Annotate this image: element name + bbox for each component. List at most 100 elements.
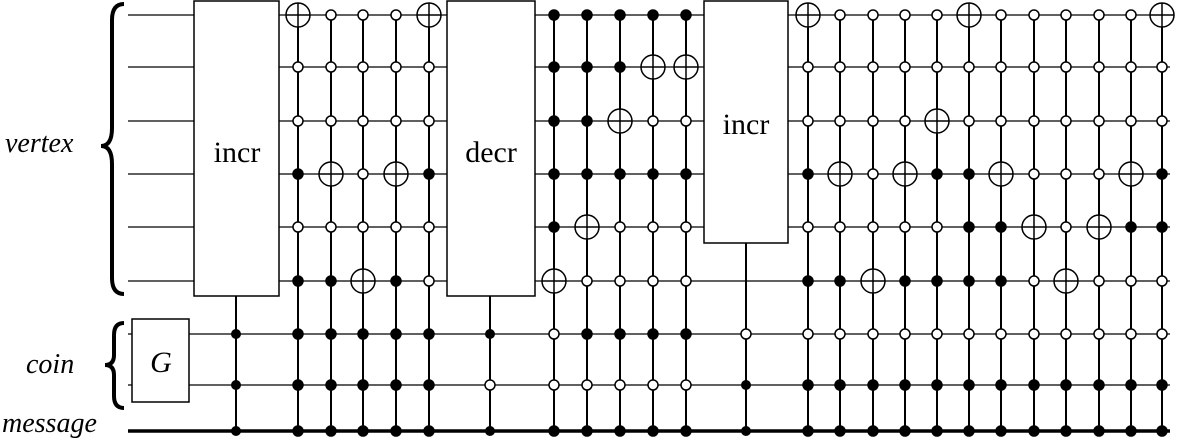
filled-control <box>899 275 911 287</box>
filled-control <box>899 425 911 437</box>
open-control <box>680 115 692 127</box>
open-control <box>647 379 659 391</box>
open-control <box>357 115 369 127</box>
open-control <box>423 115 435 127</box>
open-control <box>834 221 846 233</box>
gate-column <box>285 2 311 437</box>
filled-control <box>1125 425 1137 437</box>
filled-control <box>548 425 560 437</box>
message-label: message <box>2 408 97 439</box>
open-control <box>1028 115 1040 127</box>
open-control <box>931 221 943 233</box>
target-xor <box>285 2 311 28</box>
filled-control <box>680 9 692 21</box>
gate-column <box>416 2 442 437</box>
open-control <box>1028 275 1040 287</box>
open-control <box>548 379 560 391</box>
open-control <box>1093 9 1105 21</box>
filled-control <box>1125 379 1137 391</box>
open-control <box>1125 61 1137 73</box>
target-xor <box>795 2 821 28</box>
open-control <box>423 61 435 73</box>
filled-control <box>423 328 435 340</box>
open-control <box>357 61 369 73</box>
open-control <box>1028 168 1040 180</box>
filled-control <box>647 425 659 437</box>
open-control <box>581 275 593 287</box>
filled-control <box>995 379 1007 391</box>
filled-control <box>423 379 435 391</box>
filled-control <box>963 425 975 437</box>
gate-column <box>383 9 409 437</box>
open-control <box>1156 328 1168 340</box>
open-control <box>390 61 402 73</box>
filled-control <box>931 168 943 180</box>
open-control <box>867 115 879 127</box>
filled-control <box>1093 379 1105 391</box>
filled-control <box>292 275 304 287</box>
target-xor <box>827 161 853 187</box>
target-xor <box>1149 2 1175 28</box>
open-control <box>899 221 911 233</box>
open-control <box>1060 61 1072 73</box>
filled-control <box>357 328 369 340</box>
filled-control <box>390 425 402 437</box>
open-control <box>963 328 975 340</box>
open-control <box>1060 221 1072 233</box>
vertex-label: vertex <box>5 128 74 159</box>
open-control <box>1156 275 1168 287</box>
filled-control <box>292 168 304 180</box>
gate-column <box>607 9 633 437</box>
filled-control <box>548 221 560 233</box>
gate-column <box>1149 2 1175 437</box>
gate-columns <box>285 2 1175 437</box>
open-control <box>1125 115 1137 127</box>
filled-control <box>647 328 659 340</box>
filled-control <box>357 425 369 437</box>
open-control <box>1093 168 1105 180</box>
filled-control <box>390 328 402 340</box>
open-control <box>292 115 304 127</box>
gate-column <box>795 2 821 437</box>
gate-column <box>541 9 567 437</box>
filled-control <box>867 379 879 391</box>
open-control <box>867 9 879 21</box>
filled-control <box>963 221 975 233</box>
filled-control <box>1156 379 1168 391</box>
target-xor <box>318 161 344 187</box>
filled-control <box>963 275 975 287</box>
filled-control <box>1028 379 1040 391</box>
filled-control <box>357 379 369 391</box>
filled-control <box>680 425 692 437</box>
open-control <box>1093 115 1105 127</box>
filled-control <box>390 379 402 391</box>
filled-control <box>931 425 943 437</box>
open-control <box>1093 275 1105 287</box>
filled-control <box>1060 425 1072 437</box>
gate-column <box>350 9 376 437</box>
gate-column <box>956 2 982 437</box>
open-control <box>899 328 911 340</box>
filled-control <box>963 168 975 180</box>
open-control <box>931 9 943 21</box>
open-control <box>1093 328 1105 340</box>
filled-control <box>614 168 626 180</box>
target-xor <box>350 268 376 294</box>
open-control <box>1093 61 1105 73</box>
target-xor <box>1021 214 1047 240</box>
open-control <box>292 61 304 73</box>
filled-control <box>581 115 593 127</box>
filled-control <box>614 425 626 437</box>
target-xor <box>860 268 886 294</box>
open-control <box>614 221 626 233</box>
open-control <box>581 379 593 391</box>
filled-control <box>423 168 435 180</box>
gate-column <box>1053 9 1079 437</box>
filled-control <box>680 328 692 340</box>
gate-column <box>827 9 853 437</box>
filled-control <box>802 379 814 391</box>
target-xor <box>607 108 633 134</box>
open-control <box>963 115 975 127</box>
target-xor <box>640 54 666 80</box>
